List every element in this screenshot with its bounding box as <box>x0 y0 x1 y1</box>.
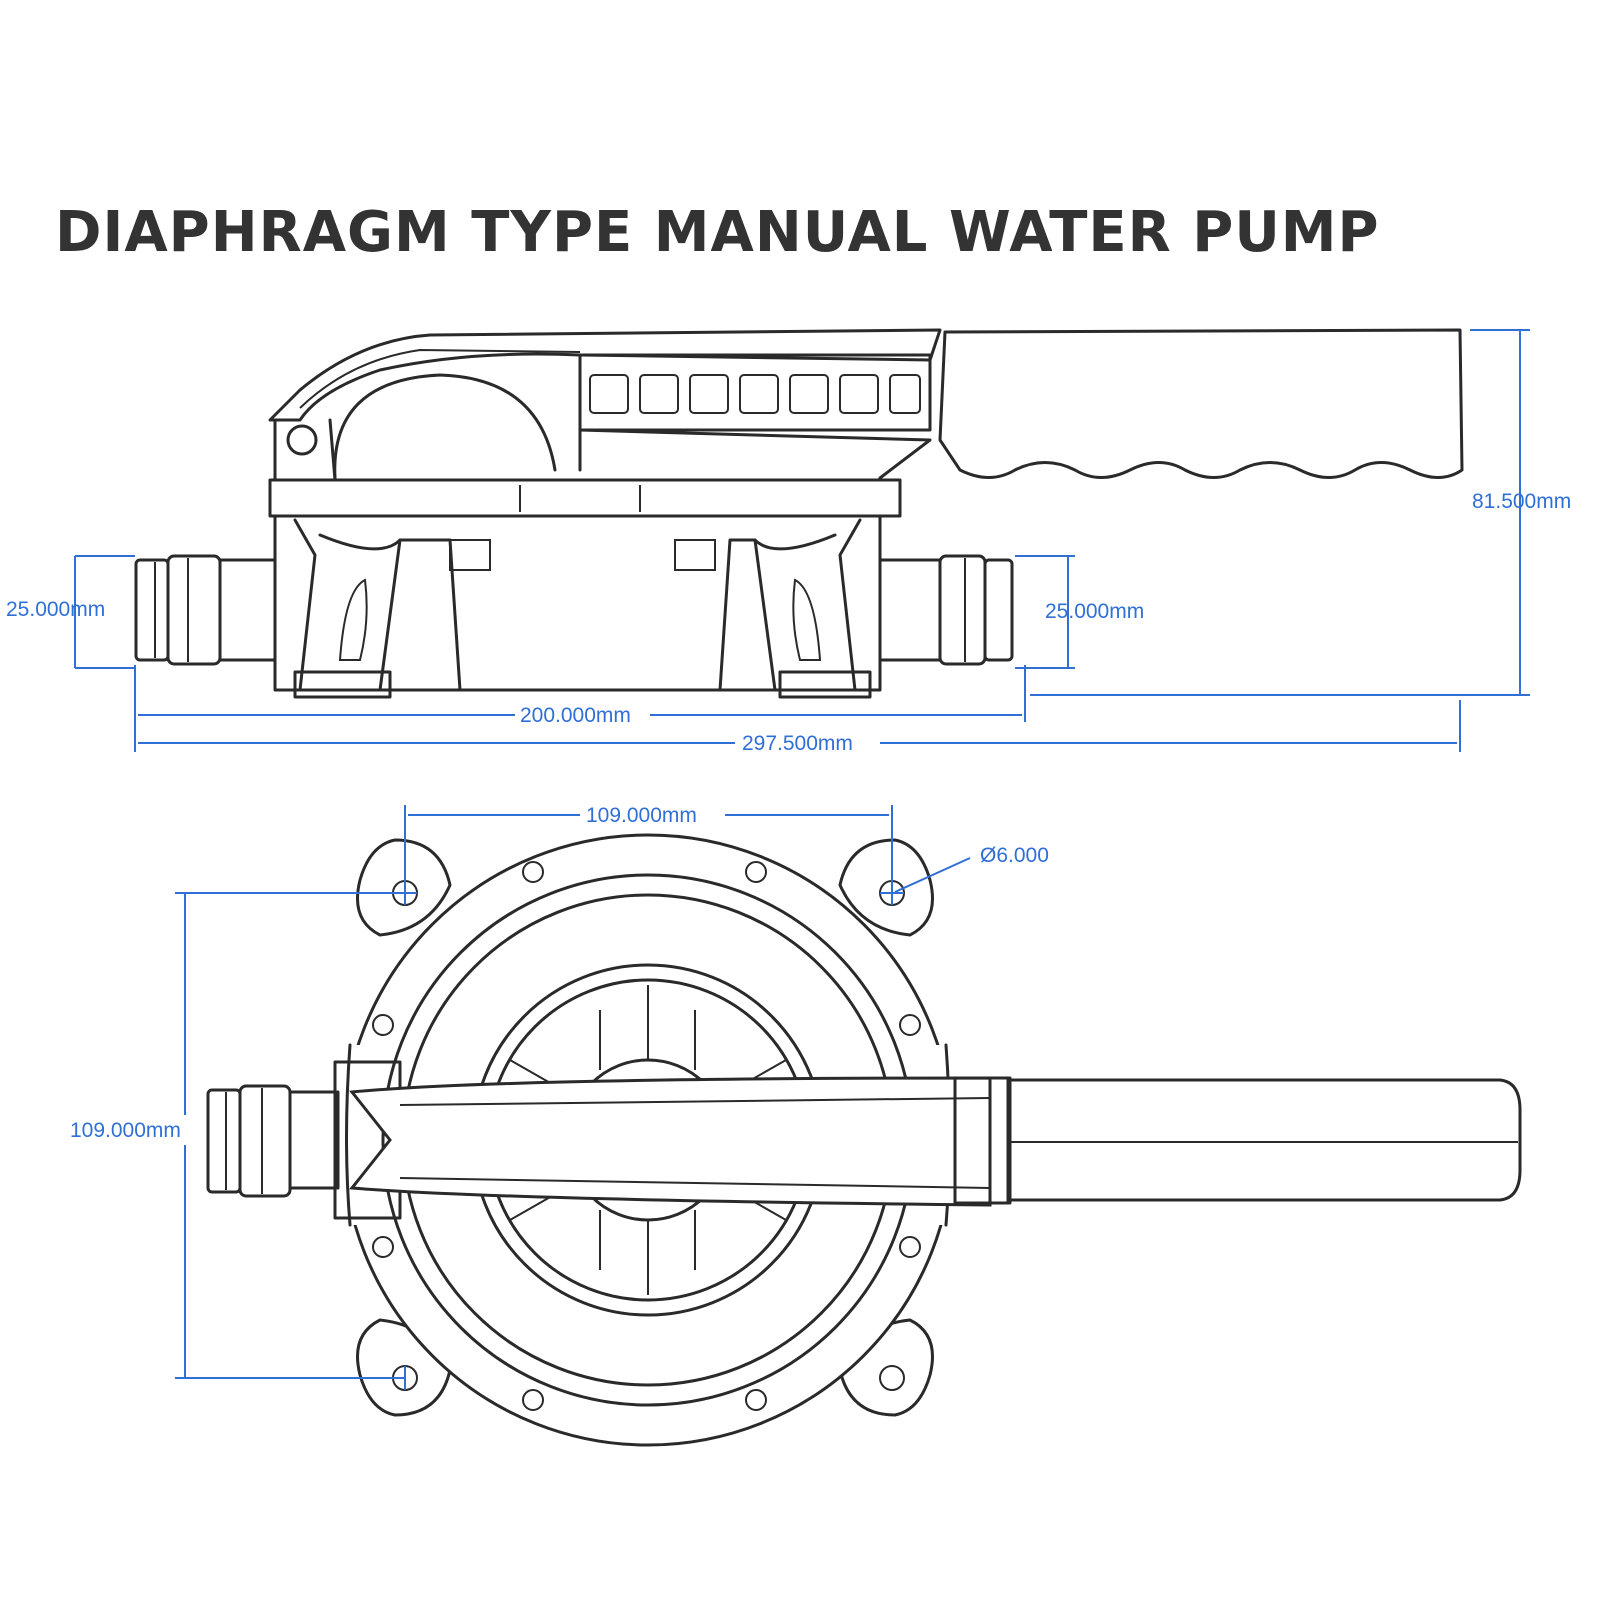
lever-arm <box>268 328 942 422</box>
top-plate <box>268 478 902 518</box>
side-view <box>134 328 1464 699</box>
top-view-dimensions: 109.000mm Ø6.000 109.000mm <box>70 804 1049 1390</box>
height-label: 81.500mm <box>1472 490 1571 513</box>
hole-diameter-label: Ø6.000 <box>980 844 1049 867</box>
inlet-diameter-label: 25.000mm <box>6 598 105 621</box>
outlet-port <box>878 554 1014 666</box>
hole-diameter-leader <box>894 857 971 893</box>
mounting-hole <box>879 1365 905 1391</box>
bolt-holes <box>372 861 921 1411</box>
lever-top <box>349 1076 992 1207</box>
top-inlet-port <box>206 1084 340 1198</box>
handle-grip <box>938 328 1464 479</box>
hole-spacing-x-label: 109.000mm <box>586 804 697 827</box>
outlet-diameter-label: 25.000mm <box>1045 600 1144 623</box>
handle-top <box>1006 1078 1522 1202</box>
pivot-pin <box>286 424 318 456</box>
port-span-label: 200.000mm <box>520 704 631 727</box>
hole-spacing-y-label: 109.000mm <box>70 1119 181 1142</box>
inlet-port <box>134 554 277 666</box>
overall-length-label: 297.500mm <box>742 732 853 755</box>
top-view <box>206 833 1522 1447</box>
page-title: DIAPHRAGM TYPE MANUAL WATER PUMP <box>55 200 1380 265</box>
diaphragm-dome <box>333 373 557 480</box>
arm-slots <box>589 374 921 414</box>
side-view-dimensions: 81.500mm 25.000mm 25.000mm 200.000mm 297… <box>6 329 1571 755</box>
